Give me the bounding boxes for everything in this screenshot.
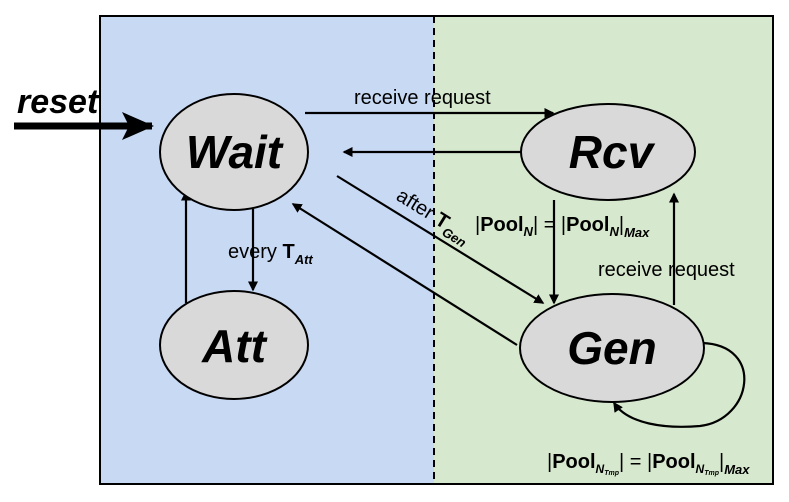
state-rcv: Rcv [520,103,696,201]
state-rcv-shape [520,103,696,201]
reset-label: reset [17,83,100,121]
arrow-gen-to-wait [291,203,518,346]
state-wait: Wait [159,93,309,211]
label-rcv-to-gen: |PoolN| = |PoolN|Max [475,214,650,240]
arrow-gen-self-loop [613,341,746,428]
state-gen-shape [519,293,705,403]
state-wait-label: Wait [186,126,284,178]
left-region [100,16,434,484]
state-gen: Gen [519,293,705,403]
diagram-border [99,15,774,485]
state-att-label: Att [201,320,268,372]
label-gen-self-loop: |PoolNTmp| = |PoolNTmp|Max [547,451,750,477]
state-rcv-label: Rcv [569,126,656,178]
right-region [434,16,773,484]
state-att-shape [159,290,309,400]
label-wait-to-att: every TAtt [228,241,313,267]
state-att: Att [159,290,309,400]
state-wait-shape [159,93,309,211]
state-gen-label: Gen [567,322,656,374]
label-wait-to-rcv: receive request [354,87,491,109]
label-gen-to-rcv: receive request [598,259,735,281]
arrow-wait-to-gen [336,175,545,304]
